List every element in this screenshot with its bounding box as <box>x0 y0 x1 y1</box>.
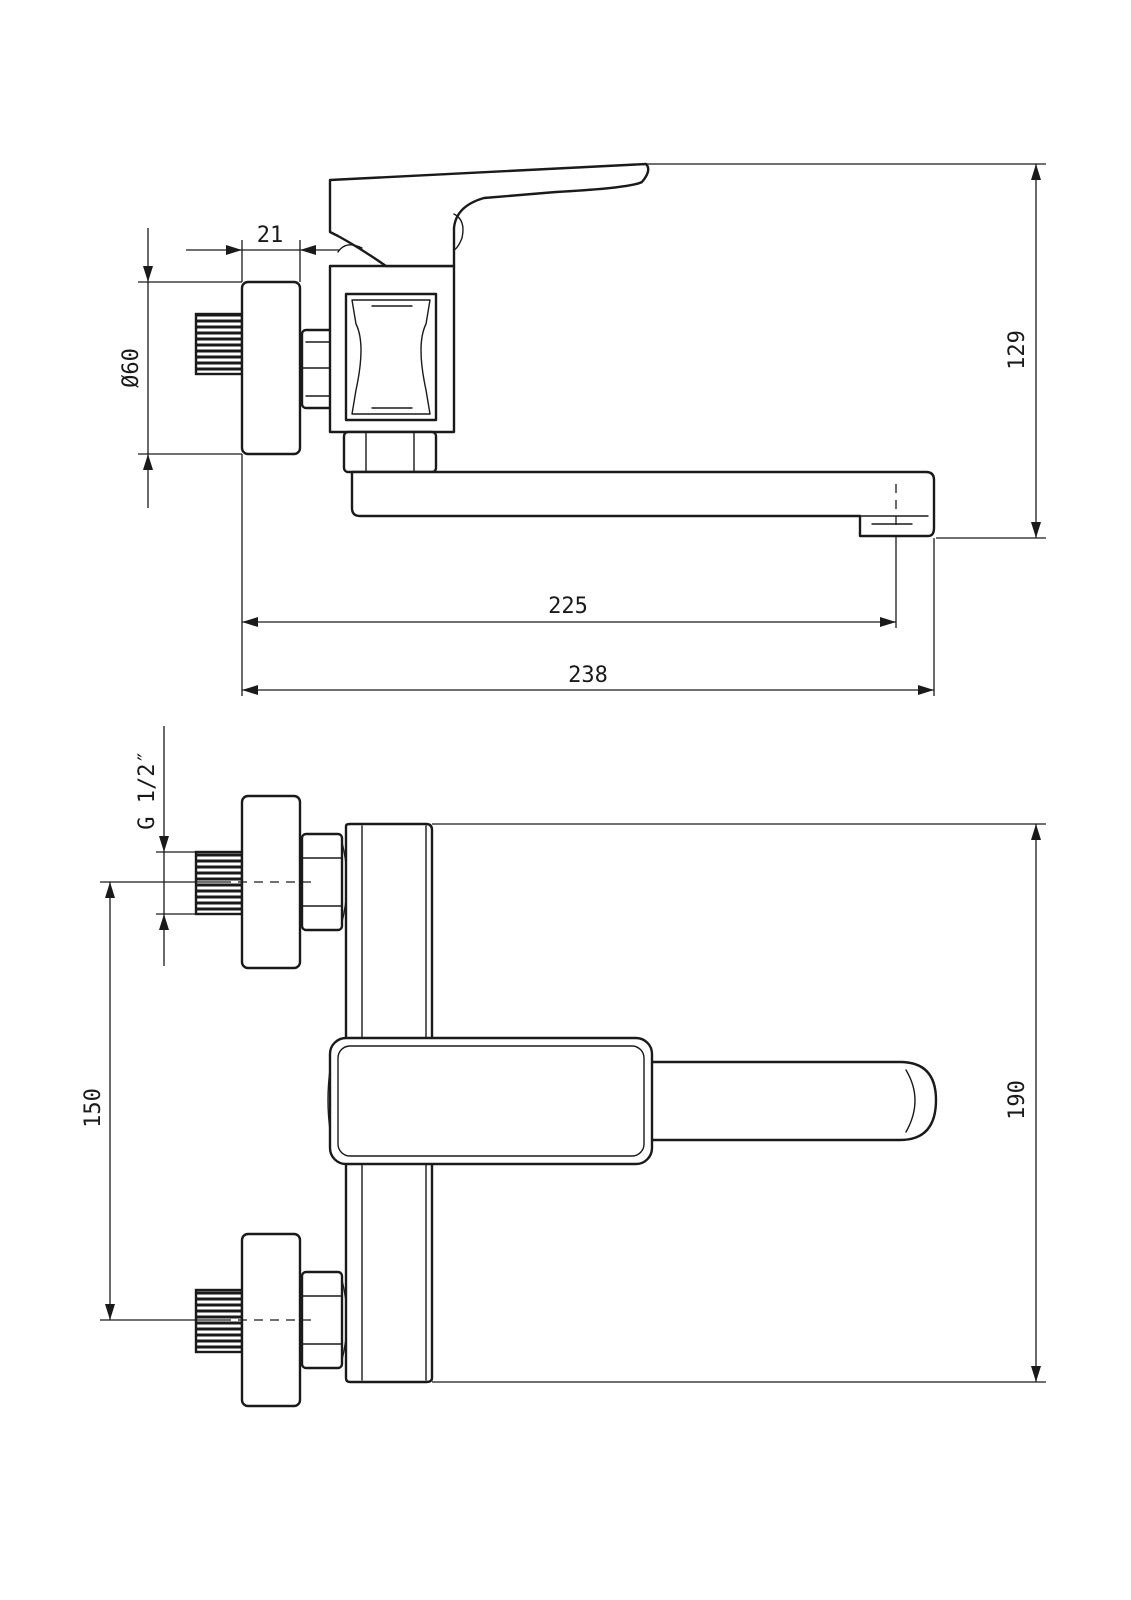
dim-150: 150 <box>81 881 222 1321</box>
dim-129: 129 <box>646 163 1046 539</box>
top-view: G 1/2″ 150 190 <box>81 726 1046 1408</box>
dim-225-text: 225 <box>548 594 588 619</box>
side-spout <box>350 470 936 538</box>
dim-190-text: 190 <box>1005 1080 1030 1120</box>
side-lever-handle <box>328 162 650 268</box>
side-view: 21 Ø60 129 225 <box>119 162 1046 696</box>
top-spout <box>638 1060 938 1142</box>
side-wall-rosette <box>240 280 302 456</box>
dim-150-text: 150 <box>81 1088 106 1128</box>
dim-225: 225 <box>241 454 897 696</box>
side-faucet-body <box>328 264 456 434</box>
dim-190: 190 <box>432 823 1046 1383</box>
side-hex-nut <box>342 430 438 474</box>
top-lever-handle <box>327 1036 654 1166</box>
dim-238: 238 <box>242 538 935 696</box>
dim-238-text: 238 <box>568 663 608 688</box>
dim-21-text: 21 <box>257 223 284 248</box>
dim-129-text: 129 <box>1005 330 1030 370</box>
dim-diameter-60: Ø60 <box>119 228 242 508</box>
side-inlet-thread <box>194 312 244 376</box>
dim-21: 21 <box>186 223 340 282</box>
dim-thread: G 1/2″ <box>135 726 196 966</box>
top-lower-inlet <box>194 1232 348 1408</box>
dim-diameter-60-text: Ø60 <box>119 348 144 388</box>
dim-thread-text: G 1/2″ <box>135 750 160 829</box>
